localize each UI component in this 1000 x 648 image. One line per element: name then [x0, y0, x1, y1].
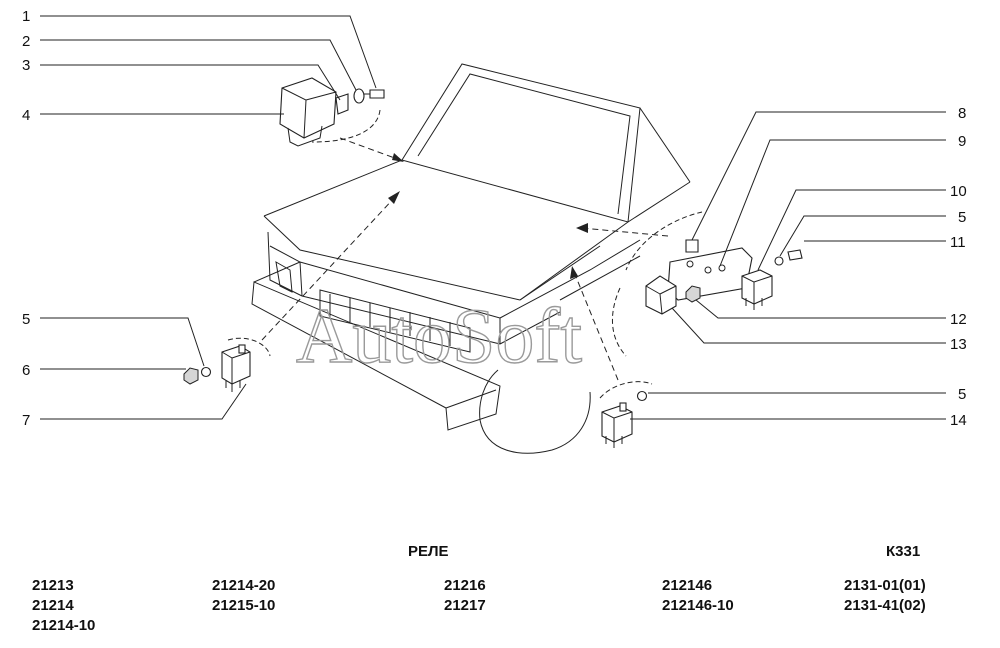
- washer-icon: [200, 366, 212, 378]
- mounting-plate-icon: [667, 247, 753, 301]
- model-column: 21214-20 21215-10: [212, 576, 275, 616]
- callout-number: 7: [22, 412, 30, 429]
- washer-icon: [353, 88, 365, 104]
- model-code: 2131-01(01): [844, 577, 926, 594]
- watermark-text: AutoSoft: [296, 292, 582, 379]
- callout-number: 1: [22, 8, 30, 25]
- callout-number: 13: [950, 336, 967, 353]
- callout-leaders: [40, 15, 946, 420]
- callout-number: 11: [950, 234, 966, 251]
- callout-number: 5: [22, 311, 30, 328]
- relay-module-icon: [279, 77, 337, 147]
- model-code: 21213: [32, 577, 74, 594]
- nut-icon: [183, 367, 199, 385]
- stud-icon: [685, 239, 699, 253]
- model-code: 21214-20: [212, 577, 276, 594]
- callout-number: 2: [22, 33, 30, 50]
- model-code: 21214: [32, 597, 74, 614]
- page-title: РЕЛЕ: [408, 543, 449, 560]
- callout-number: 5: [958, 209, 966, 226]
- model-code: 212146-10: [662, 597, 734, 614]
- callout-number: 3: [22, 57, 30, 74]
- callout-number: 8: [958, 105, 966, 122]
- relay-icon: [741, 269, 773, 310]
- relay-group-top-left: [279, 77, 404, 162]
- model-code: 21216: [444, 577, 486, 594]
- model-column: 21213 21214 21214-10: [32, 576, 95, 636]
- callout-number: 10: [950, 183, 967, 200]
- screw-icon: [364, 89, 385, 99]
- relay-group-lower-right: [570, 266, 653, 448]
- callout-numbers: 1 2 3 4 5 6 7 8 9 10 5 11 12 13 5 14: [22, 8, 967, 429]
- callout-number: 4: [22, 107, 30, 124]
- model-code: 2131-41(02): [844, 597, 926, 614]
- callout-number: 14: [950, 412, 967, 429]
- callout-number: 5: [958, 386, 966, 403]
- model-code: 21214-10: [32, 617, 96, 634]
- washer-icon: [636, 390, 648, 402]
- model-code: 212146: [662, 577, 713, 594]
- callout-number: 9: [958, 133, 966, 150]
- model-column: 21216 21217: [444, 576, 486, 616]
- relay-group-left-bottom: [183, 191, 400, 392]
- relay-icon: [645, 275, 677, 315]
- relay-icon: [601, 402, 633, 448]
- relay-group-right: [576, 211, 803, 357]
- nut-icon: [685, 285, 701, 303]
- sheet-code: К331: [886, 543, 921, 560]
- model-code: 21215-10: [212, 597, 276, 614]
- callout-number: 6: [22, 362, 30, 379]
- screw-icon: [787, 249, 803, 261]
- washer-icon: [774, 256, 784, 266]
- model-column: 212146 212146-10: [662, 576, 734, 616]
- callout-number: 12: [950, 311, 967, 328]
- relay-icon: [221, 344, 251, 392]
- model-code: 21217: [444, 597, 486, 614]
- model-column: 2131-01(01) 2131-41(02): [844, 576, 926, 616]
- car-outline-icon: [251, 63, 691, 454]
